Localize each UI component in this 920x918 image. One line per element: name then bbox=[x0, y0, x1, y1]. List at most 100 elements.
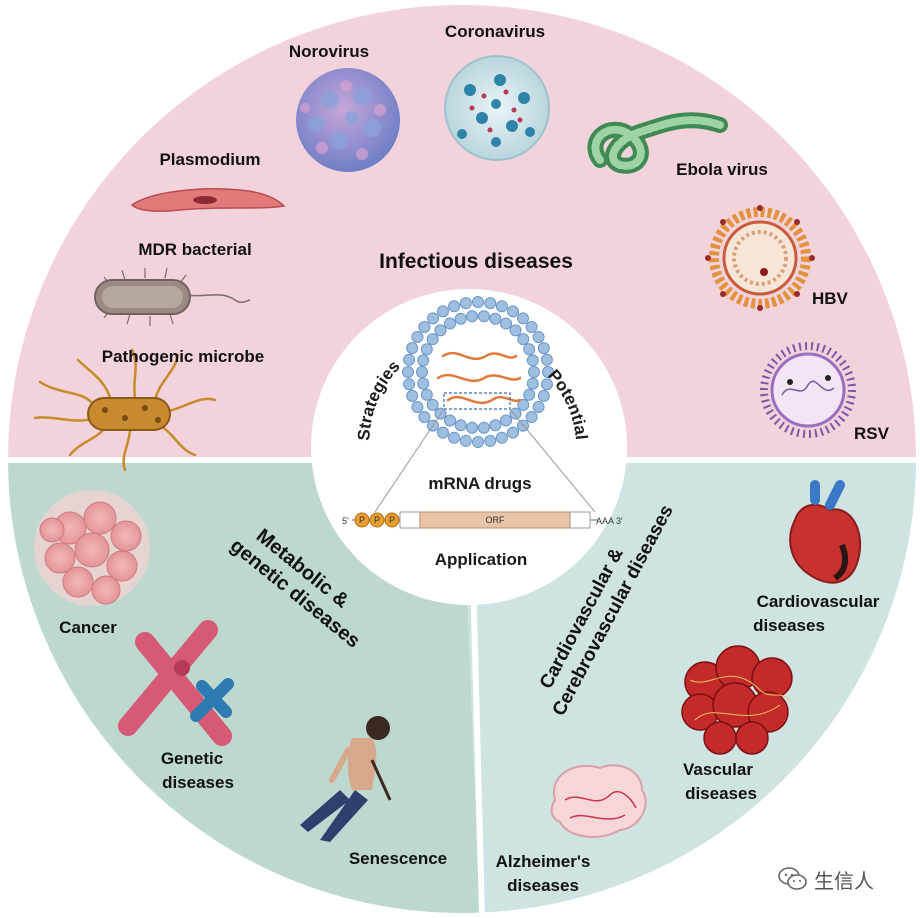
lipid-head bbox=[484, 434, 497, 447]
lipid-head bbox=[526, 354, 539, 367]
lipid-head bbox=[509, 324, 522, 337]
lipid-head bbox=[411, 401, 424, 413]
lipid-head bbox=[528, 366, 540, 378]
lipid-head bbox=[532, 401, 545, 413]
lipid-head bbox=[411, 331, 424, 343]
lipid-head bbox=[517, 398, 530, 411]
lipid-head bbox=[427, 312, 439, 325]
lipid-head bbox=[477, 421, 490, 434]
label-vascular: Vascular bbox=[683, 760, 753, 779]
lipid-head bbox=[417, 354, 430, 367]
lipid-head bbox=[426, 398, 439, 411]
lipid-head bbox=[466, 310, 479, 323]
rsv-icon bbox=[760, 342, 856, 438]
lipid-head bbox=[444, 317, 456, 330]
label-plasmodium: Plasmodium bbox=[159, 150, 260, 169]
ebola-virus-icon bbox=[587, 112, 728, 174]
lipid-head bbox=[517, 312, 529, 325]
three-prime-label: AAA 3' bbox=[596, 516, 623, 526]
pathogenic-microbe-icon bbox=[33, 348, 217, 472]
plasmodium-icon bbox=[130, 188, 286, 212]
lipid-head bbox=[523, 388, 536, 401]
lipid-head bbox=[448, 300, 461, 313]
lipid-head bbox=[466, 421, 479, 434]
lipid-head bbox=[406, 342, 419, 355]
heart-icon bbox=[789, 480, 862, 584]
lipid-head bbox=[459, 297, 472, 310]
lipid-head bbox=[448, 431, 461, 444]
label-vascular-diseases: diseases bbox=[685, 784, 757, 803]
lipid-head bbox=[507, 305, 519, 318]
label-cardiovascular-diseases: diseases bbox=[753, 616, 825, 635]
watermark-text: 生信人 bbox=[814, 868, 874, 893]
lipid-head bbox=[420, 343, 433, 356]
cancer-icon bbox=[34, 490, 150, 606]
lipid-head bbox=[402, 366, 414, 378]
lipid-head bbox=[489, 419, 502, 432]
label-cancer: Cancer bbox=[59, 618, 117, 637]
lipid-head bbox=[525, 411, 538, 423]
five-prime-label: 5' bbox=[342, 516, 349, 526]
zoom-line-left bbox=[374, 408, 445, 513]
label-senescence: Senescence bbox=[349, 849, 447, 868]
center-title: mRNA drugs bbox=[428, 474, 531, 493]
lipid-head bbox=[542, 366, 554, 378]
lipid-head bbox=[403, 378, 416, 391]
lipid-head bbox=[500, 414, 512, 427]
cap-p-3: P bbox=[389, 515, 395, 525]
center-bottom-label: Application bbox=[435, 550, 528, 569]
cap-p-1: P bbox=[359, 515, 365, 525]
label-alzheimers-diseases: diseases bbox=[507, 876, 579, 895]
label-coronavirus: Coronavirus bbox=[445, 22, 545, 41]
hbv-icon bbox=[705, 205, 815, 311]
lipid-head bbox=[540, 378, 553, 391]
lipid-head bbox=[517, 333, 530, 346]
lipid-head bbox=[472, 296, 484, 308]
lipid-head bbox=[489, 312, 502, 325]
label-genetic: Genetic bbox=[161, 749, 223, 768]
label-alzheimers: Alzheimer's bbox=[496, 852, 591, 871]
lipid-head bbox=[532, 331, 545, 343]
lipid-head bbox=[526, 377, 539, 390]
lipid-head bbox=[437, 305, 449, 318]
lipid-head bbox=[537, 342, 550, 355]
label-rsv: RSV bbox=[854, 424, 890, 443]
senescence-person-icon bbox=[300, 716, 392, 842]
lipid-head bbox=[459, 434, 472, 447]
lipid-head bbox=[444, 414, 456, 427]
mrna-construct: 5' P P P ORF AAA 3' bbox=[342, 511, 623, 529]
disc-outline bbox=[6, 3, 918, 915]
vascular-icon bbox=[681, 645, 793, 755]
coronavirus-icon bbox=[444, 55, 550, 161]
mdr-bacterial-icon bbox=[94, 267, 251, 326]
lipid-head bbox=[540, 353, 553, 366]
chromosome-icon bbox=[118, 620, 234, 746]
lipid-head bbox=[495, 431, 508, 444]
watermark: 生信人 bbox=[778, 862, 908, 896]
infectious-title: Infectious diseases bbox=[379, 250, 573, 273]
lipid-head bbox=[418, 321, 431, 333]
lipid-head bbox=[523, 343, 536, 356]
lipid-head bbox=[454, 312, 467, 325]
label-ebola-virus: Ebola virus bbox=[676, 160, 768, 179]
lipid-head bbox=[472, 436, 484, 448]
lipid-head bbox=[484, 297, 497, 310]
lipid-head bbox=[495, 300, 508, 313]
orf-label: ORF bbox=[486, 515, 506, 525]
lipid-head bbox=[426, 333, 439, 346]
lipid-head bbox=[406, 389, 419, 402]
zoom-line-right bbox=[509, 408, 596, 513]
label-genetic-diseases: diseases bbox=[162, 773, 234, 792]
wechat-icon bbox=[778, 867, 807, 890]
lipid-head bbox=[454, 419, 467, 432]
liposome-icon bbox=[402, 296, 554, 448]
lipid-head bbox=[434, 324, 447, 337]
lipid-head bbox=[525, 321, 538, 333]
lipid-head bbox=[403, 353, 416, 366]
brain-icon bbox=[550, 764, 647, 838]
label-cardiovascular: Cardiovascular bbox=[757, 592, 880, 611]
lipid-head bbox=[437, 426, 449, 439]
cap-p-2: P bbox=[374, 515, 380, 525]
label-hbv: HBV bbox=[812, 289, 849, 308]
